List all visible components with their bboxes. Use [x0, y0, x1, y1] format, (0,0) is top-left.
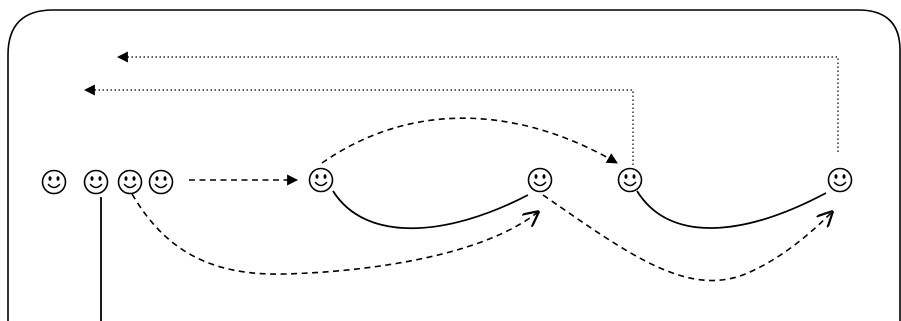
link-node-c-to-node-d [636, 190, 827, 229]
node-d-face [827, 167, 853, 193]
link-node-c-to-upper-left [83, 84, 634, 165]
frame-border [7, 9, 901, 321]
link-node-a-to-node-c [321, 117, 618, 164]
link-node-d-to-top-left [116, 51, 839, 152]
link-node-b-to-node-d [542, 194, 832, 282]
node-b-face [527, 167, 553, 193]
link-queue-to-node-b [131, 193, 538, 275]
node-a-face [308, 167, 334, 193]
queue-face-2 [83, 169, 109, 195]
queue-face-4 [148, 169, 174, 195]
queue-face-1 [41, 169, 67, 195]
link-node-a-to-node-b [332, 190, 529, 230]
node-c-face [617, 167, 643, 193]
queue-face-3 [117, 169, 143, 195]
